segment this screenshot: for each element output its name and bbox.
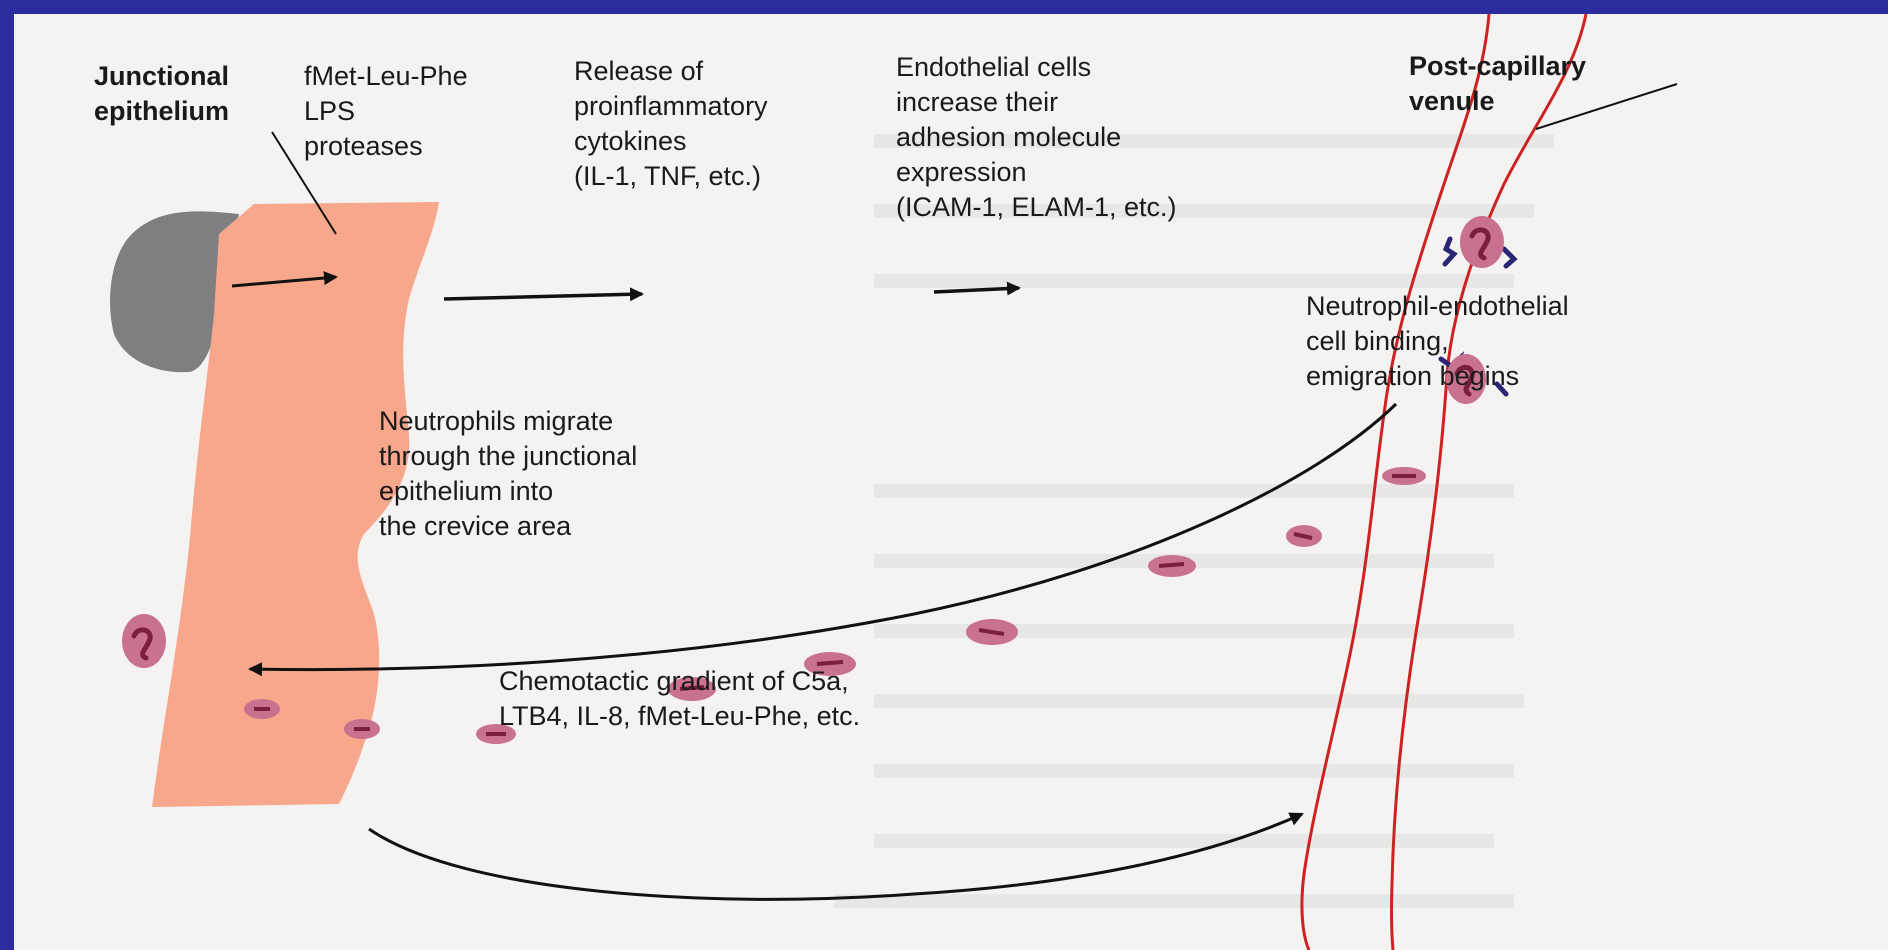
label-neutrophil-binding: Neutrophil-endothelial cell binding, emi…	[1306, 289, 1569, 394]
label-fmet-lps-proteases: fMet-Leu-Phe LPS proteases	[304, 59, 468, 164]
arrow-release-to-endothelial	[934, 288, 1019, 292]
arrow-chemotactic	[369, 814, 1302, 899]
neutrophil-tissue-2	[1148, 555, 1196, 577]
label-release-cytokines: Release of proinflammatory cytokines (IL…	[574, 54, 768, 194]
diagram-frame: Junctional epithelium fMet-Leu-Phe LPS p…	[14, 14, 1888, 950]
neutrophil-epithelium-2	[344, 719, 380, 739]
label-neutrophils-migrate: Neutrophils migrate through the junction…	[379, 404, 637, 544]
neutrophil-crevice	[122, 614, 166, 668]
label-endothelial-cells: Endothelial cells increase their adhesio…	[896, 50, 1177, 225]
neutrophil-tissue-1	[1286, 525, 1322, 547]
neutrophil-emigrating	[1382, 467, 1426, 485]
arrow-fmet-to-release	[444, 294, 642, 299]
label-post-capillary-venule: Post-capillary venule	[1409, 49, 1586, 119]
neutrophil-epithelium-1	[244, 699, 280, 719]
label-junctional-epithelium: Junctional epithelium	[94, 59, 229, 129]
neutrophil-in-venule-1	[1460, 216, 1504, 268]
neutrophil-tissue-3	[966, 619, 1018, 645]
label-chemotactic-gradient: Chemotactic gradient of C5a, LTB4, IL-8,…	[499, 664, 860, 734]
venule-right-wall	[1392, 14, 1586, 950]
